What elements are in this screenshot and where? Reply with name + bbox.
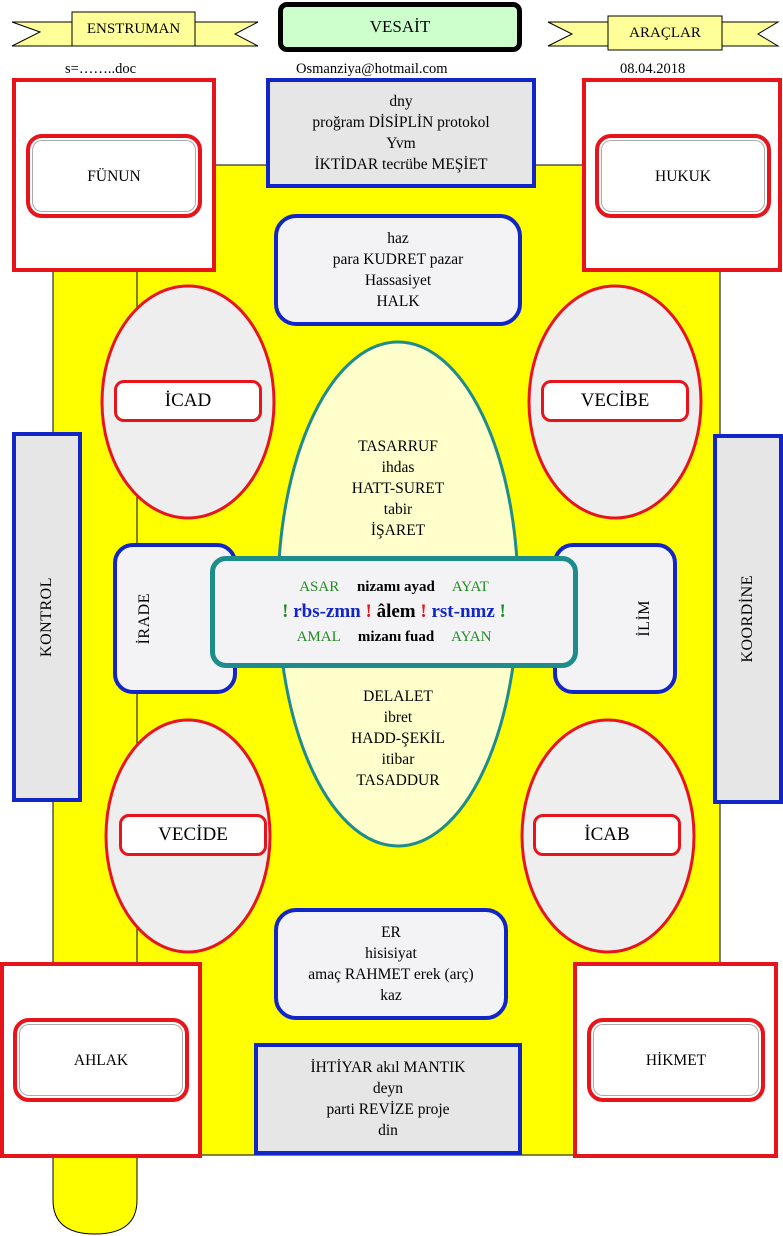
lower-box-line1: ER [381, 924, 401, 941]
corner-label-top-right: HUKUK [595, 134, 771, 218]
top-box-line4: İKTİDAR tecrübe MEŞİET [314, 156, 488, 173]
side-box-left: KONTROL [12, 432, 82, 802]
center-row1-b: nizamı ayad [356, 579, 435, 595]
central-lower-text: DELALET ibret HADD-ŞEKİL itibar TASADDUR [318, 684, 478, 792]
center-row2-excl-2: ! [365, 601, 372, 622]
center-row3: AMAL mizanı fuad AYAN [297, 626, 492, 648]
email-text: Osmanziya@hotmail.com [296, 61, 448, 77]
central-upper-5: İŞARET [370, 521, 426, 539]
central-lower-3: HADD-ŞEKİL [351, 729, 445, 747]
right-banner-ribbon-right [721, 21, 780, 47]
center-row2-excl-4: ! [499, 601, 506, 622]
center-row3-a: AMAL [296, 629, 341, 645]
side-label-right: KOORDİNE [739, 575, 756, 663]
yellow-bottom-tab [52, 1149, 138, 1235]
center-row1: ASAR nizamı ayad AYAT [299, 576, 489, 598]
center-row2-a: rbs-zmn [293, 601, 361, 622]
ellipse-label-top-left: İCAD [114, 380, 262, 422]
left-banner-ribbon [11, 21, 73, 47]
top-box-line2: proğram DİSİPLİN protokol [312, 114, 490, 131]
central-lower-1: DELALET [363, 687, 433, 705]
central-lower-5: TASADDUR [356, 771, 440, 789]
side-box-right: KOORDİNE [713, 434, 783, 804]
bottom-box-line3: parti REVİZE proje [326, 1101, 450, 1118]
upper-box-line2: para KUDRET pazar [332, 251, 464, 268]
central-upper-1: TASARRUF [358, 437, 438, 455]
left-banner-ribbon-right [194, 21, 259, 47]
central-upper-text: TASARRUF ihdas HATT-SURET tabir İŞARET [318, 434, 478, 542]
central-upper-4: tabir [383, 500, 413, 518]
bottom-box-line2: deyn [372, 1080, 404, 1097]
top-box-line1: dny [389, 93, 413, 110]
central-lower-4: itibar [381, 750, 415, 768]
lower-box-line3: amaç RAHMET erek (arç) [308, 966, 474, 983]
center-row2-b: âlem [376, 601, 416, 622]
bottom-box: İHTİYAR akıl MANTIK deyn parti REVİZE pr… [254, 1043, 522, 1155]
center-row2: ! rbs-zmn ! âlem ! rst-nmz ! [282, 598, 506, 626]
left-banner-label: ENSTRUMAN [86, 20, 181, 37]
center-row3-c: AYAN [451, 629, 492, 645]
date-text: 08.04.2018 [620, 61, 686, 77]
center-row3-b: mizanı fuad [357, 629, 435, 645]
inner-label-right: İLİM [636, 600, 653, 637]
center-row1-a: ASAR [299, 579, 340, 595]
center-box: ASAR nizamı ayad AYAT ! rbs-zmn ! âlem !… [210, 556, 578, 668]
inner-label-left: İRADE [136, 592, 153, 645]
lower-box-line2: hisisiyat [365, 945, 417, 962]
upper-box-line4: HALK [376, 293, 420, 310]
center-row1-c: AYAT [451, 579, 489, 595]
bottom-box-line1: İHTİYAR akıl MANTIK [310, 1059, 466, 1076]
ellipse-label-top-right: VECİBE [541, 380, 689, 422]
center-row2-c: rst-nmz [431, 601, 495, 622]
left-subtitle: s=……..doc [65, 61, 137, 77]
ellipse-label-bottom-right: İCAB [533, 814, 681, 856]
top-box: dny proğram DİSİPLİN protokol Yvm İKTİDA… [266, 78, 536, 188]
corner-label-bottom-right: HİKMET [587, 1018, 765, 1102]
upper-box-line1: haz [387, 230, 409, 247]
central-upper-3: HATT-SURET [351, 479, 445, 497]
corner-label-bottom-left: AHLAK [13, 1018, 189, 1102]
center-title: VESAİT [278, 2, 522, 52]
corner-label-top-left: FÜNUN [26, 134, 202, 218]
right-banner-body [607, 15, 723, 51]
top-box-line3: Yvm [386, 135, 416, 152]
upper-box-line3: Hassasiyet [364, 272, 432, 289]
central-upper-2: ihdas [381, 458, 415, 476]
ellipse-label-bottom-left: VECİDE [119, 814, 267, 856]
bottom-box-line4: din [378, 1122, 398, 1139]
center-row2-excl-3: ! [420, 601, 427, 622]
side-label-left: KONTROL [38, 577, 55, 657]
right-banner-label: ARAÇLAR [629, 24, 701, 41]
upper-box: haz para KUDRET pazar Hassasiyet HALK [274, 214, 522, 326]
lower-box: ER hisisiyat amaç RAHMET erek (arç) kaz [274, 908, 508, 1020]
lower-box-line4: kaz [380, 987, 402, 1004]
left-banner-body [71, 11, 196, 47]
central-lower-2: ibret [383, 708, 413, 726]
right-banner-ribbon [547, 21, 609, 47]
center-row2-excl-1: ! [282, 601, 289, 622]
